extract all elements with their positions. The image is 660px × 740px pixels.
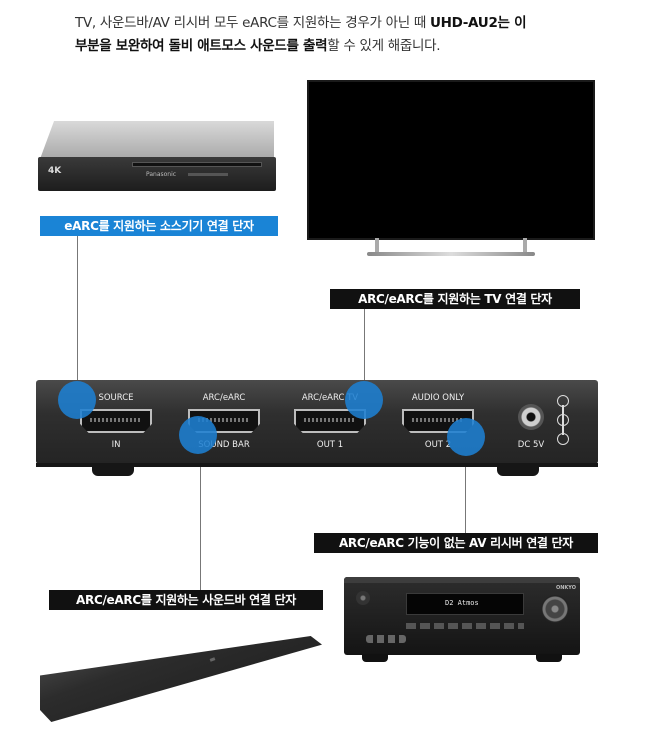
hdmi-port-soundbar (188, 409, 260, 433)
tv-connector-line (364, 309, 365, 397)
receiver-display-text: D2 Atmos (445, 599, 479, 607)
intro-line1-bold: UHD-AU2는 이 (429, 15, 527, 31)
player-disc-tray (132, 162, 262, 167)
bluray-player-image: 4K Panasonic (36, 113, 278, 191)
port-source-title: SOURCE (98, 393, 134, 403)
marker-av-port (447, 418, 485, 456)
polarity-plus-circle (557, 433, 569, 445)
tv-image (307, 80, 595, 262)
intro-line2-plain: 할 수 있게 해줍니다. (327, 38, 441, 54)
av-connector-line (465, 440, 466, 534)
port-tv-title: ARC/eARC TV (301, 393, 359, 403)
receiver-foot-right (536, 654, 562, 662)
tv-screen (307, 80, 595, 240)
receiver-volume-knob (541, 595, 569, 623)
tv-stand-base (367, 252, 535, 256)
port-source-sub: IN (111, 440, 121, 450)
dc-power-label: DC 5V (517, 440, 545, 450)
intro-text: TV, 사운드바/AV 리시버 모두 eARC를 지원하는 경우가 아닌 때 U… (75, 12, 595, 58)
rear-panel-lip (36, 463, 598, 467)
marker-tv-port (345, 381, 383, 419)
label-source-connector: eARC를 지원하는 소스기기 연결 단자 (40, 216, 278, 236)
rear-panel-foot-right (497, 464, 539, 476)
tv-stand-leg-left (375, 238, 379, 256)
receiver-small-knob (356, 591, 370, 605)
av-receiver-image: ONKYO D2 Atmos (344, 577, 580, 662)
label-tv-connector: ARC/eARC를 지원하는 TV 연결 단자 (330, 289, 580, 309)
player-front-panel: 4K Panasonic (38, 157, 276, 191)
port-av-title: AUDIO ONLY (411, 393, 465, 403)
port-soundbar-title: ARC/eARC (202, 393, 246, 403)
hdmi-port-source (80, 409, 152, 433)
player-4k-logo: 4K (48, 166, 62, 176)
receiver-foot-left (362, 654, 388, 662)
soundbar-body (40, 636, 322, 722)
port-av-sub: OUT 2 (424, 440, 452, 450)
receiver-top (344, 577, 580, 583)
polarity-center-circle (557, 414, 569, 426)
receiver-jacks (366, 635, 406, 643)
label-soundbar-connector: ARC/eARC를 지원하는 사운드바 연결 단자 (49, 590, 323, 610)
tv-stand (347, 238, 555, 256)
label-av-receiver-connector: ARC/eARC 기능이 없는 AV 리시버 연결 단자 (314, 533, 598, 553)
intro-line1-plain: TV, 사운드바/AV 리시버 모두 eARC를 지원하는 경우가 아닌 때 (75, 15, 430, 31)
soundbar-connector-line (200, 436, 201, 590)
port-tv-sub: OUT 1 (316, 440, 344, 450)
player-top-panel (40, 121, 274, 159)
player-brand: Panasonic (146, 171, 177, 178)
rear-panel-foot-left (92, 464, 134, 476)
source-connector-line (77, 236, 78, 396)
intro-line2-bold: 부분을 보완하여 돌비 애트모스 사운드를 출력 (75, 38, 328, 54)
polarity-symbol-icon (555, 395, 571, 445)
marker-soundbar-port (179, 416, 217, 454)
soundbar-image (40, 636, 322, 722)
port-soundbar-sub: SOUND BAR (198, 440, 250, 450)
tv-stand-leg-right (523, 238, 527, 256)
player-display (188, 173, 228, 176)
receiver-brand: ONKYO (556, 585, 577, 591)
dc-power-jack-icon (518, 404, 544, 430)
receiver-display: D2 Atmos (406, 593, 524, 615)
marker-source-port (58, 381, 96, 419)
polarity-minus-circle (557, 395, 569, 407)
receiver-buttons (406, 623, 524, 629)
